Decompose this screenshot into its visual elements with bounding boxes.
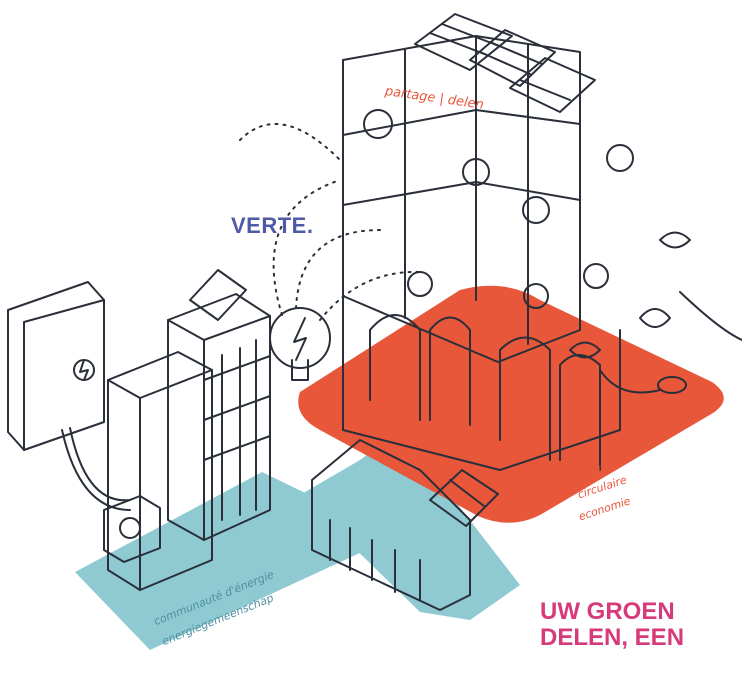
lightbulb-icon: [269, 307, 331, 381]
plug-icon: [657, 376, 687, 394]
energy-arrow-2: [295, 229, 381, 309]
people: [363, 109, 634, 309]
glass-tower: [167, 269, 271, 541]
teal-ground-right: [300, 430, 520, 620]
ac-unit: [103, 495, 161, 563]
headline-right-line-2: DELEN, EEN: [540, 624, 685, 651]
energy-arrow-3: [319, 270, 421, 321]
arches: [369, 314, 421, 421]
plug-cable: [599, 369, 661, 394]
energy-arrow-1: [272, 179, 341, 316]
headline-left: VERTE.: [231, 213, 314, 238]
roof-solar-panels: [414, 13, 596, 113]
headline-right-line-1: UW GROEN: [540, 598, 675, 625]
row-houses: [311, 439, 499, 611]
orange-ground: [298, 285, 724, 523]
leaf-icon: [569, 231, 691, 359]
meter-box: [7, 281, 105, 451]
teal-ground-left: [75, 472, 388, 650]
energy-arrow-4: [239, 123, 341, 161]
